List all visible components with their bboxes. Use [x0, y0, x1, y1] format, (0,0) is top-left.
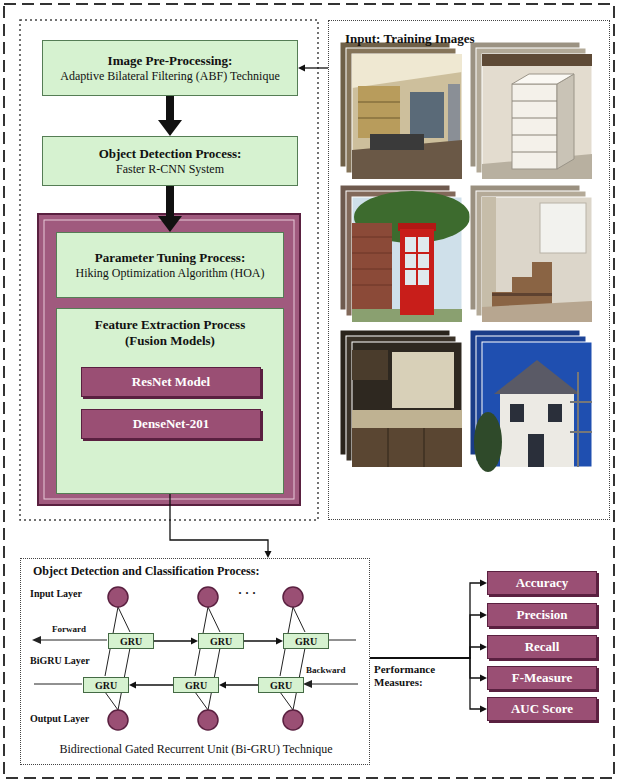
node-text: GRU [295, 636, 317, 647]
section-label: Performance Measures: [374, 663, 466, 689]
node-text: DenseNet-201 [133, 416, 210, 432]
connector [370, 644, 487, 659]
metric-box: Accuracy [487, 571, 597, 595]
node-text: ResNet Model [132, 374, 210, 390]
input-panel: Input: Training Images [328, 20, 610, 520]
kitchen-photo [340, 330, 462, 467]
node-text: Bidirectional Gated Recurrent Unit (Bi-G… [21, 742, 371, 756]
model-box: DenseNet-201 [81, 409, 261, 439]
layer-label: BiGRU Layer [30, 655, 90, 667]
stairs-photo [470, 185, 592, 322]
arrowhead [265, 551, 272, 558]
node-text: Accuracy [516, 575, 569, 591]
pipeline-panel [20, 20, 318, 520]
node-text: Precision [516, 607, 567, 623]
connector-line [370, 615, 482, 658]
connector [170, 494, 272, 558]
connector-line [370, 647, 482, 658]
node-text: Adaptive Bilateral Filtering (ABF) Techn… [60, 69, 280, 83]
connector-line [154, 640, 193, 641]
feature-box: Feature Extraction Process (Fusion Model… [56, 308, 284, 494]
arrowhead [219, 682, 226, 689]
node-text: GRU [120, 636, 142, 647]
node-text: AUC Score [511, 701, 573, 717]
node-text: Faster R-CNN System [116, 162, 224, 176]
arrowhead [480, 706, 487, 713]
connector [219, 682, 258, 689]
tuning-container [38, 214, 300, 505]
metric-box: AUC Score [487, 697, 597, 721]
node-text: Image Pre-Processing: [108, 53, 233, 69]
node-text: Hiking Optimization Algorithm (HOA) [76, 266, 265, 280]
connector [298, 65, 328, 72]
connector-line [370, 583, 482, 658]
phone-booth-photo [340, 185, 470, 322]
process-box: Parameter Tuning Process:Hiking Optimiza… [56, 232, 284, 298]
arrowhead [480, 675, 487, 682]
node-text: GRU [185, 680, 207, 691]
office-photo [340, 42, 462, 179]
arrowhead [276, 638, 283, 645]
gru-cell: GRU [198, 633, 244, 649]
metric-box: Precision [487, 603, 597, 627]
house-photo [470, 330, 592, 472]
node-text: GRU [270, 680, 292, 691]
arrowhead [129, 682, 136, 689]
arrowhead [480, 580, 487, 587]
process-box: Object Detection Process:Faster R-CNN Sy… [42, 136, 298, 186]
ellipsis-mark: · · · [238, 586, 256, 600]
direction-label: Forward [52, 624, 86, 635]
arrowhead [158, 216, 182, 232]
node-text: Parameter Tuning Process: [95, 250, 245, 266]
outer-frame [4, 4, 614, 778]
gru-cell: GRU [283, 633, 329, 649]
connector [154, 638, 198, 645]
gru-cell: GRU [108, 633, 154, 649]
connector-line [134, 684, 173, 685]
backward-arrowhead [303, 680, 312, 688]
arrowhead [191, 638, 198, 645]
node-text: Object Detection Process: [99, 146, 242, 162]
node-text: Recall [525, 639, 560, 655]
connector [129, 682, 173, 689]
direction-label: Backward [306, 665, 346, 676]
metric-box: F-Measure [487, 666, 597, 690]
arrowhead [298, 65, 305, 72]
gru-cell: GRU [173, 677, 219, 693]
layer-label: Input Layer [30, 588, 82, 600]
arrowhead [158, 120, 182, 136]
connector [370, 658, 487, 713]
connector-line [166, 186, 174, 221]
connector-line [224, 684, 258, 685]
model-box: ResNet Model [81, 367, 261, 397]
node-text: F-Measure [512, 670, 572, 686]
cabinet-photo [470, 42, 592, 179]
connector-line [170, 494, 268, 553]
gru-cell: GRU [258, 677, 304, 693]
node-text: GRU [210, 636, 232, 647]
node-text: Input: Training Images [345, 31, 595, 47]
container-inner-border [44, 220, 294, 499]
connector [244, 638, 283, 645]
forward-arrowhead [32, 636, 41, 644]
metric-box: Recall [487, 635, 597, 659]
process-box: Image Pre-Processing:Adaptive Bilateral … [42, 40, 298, 96]
flow-arrow [158, 96, 182, 136]
node-text: GRU [95, 680, 117, 691]
connector [370, 612, 487, 659]
connector-line [303, 67, 328, 68]
connector-line [244, 640, 278, 641]
flow-arrow [158, 186, 182, 232]
node-text: Object Detection and Classification Proc… [33, 564, 363, 578]
arrowhead [480, 644, 487, 651]
layer-label: Output Layer [30, 713, 89, 725]
gru-cell: GRU [83, 677, 129, 693]
layer-neurons [108, 587, 303, 730]
node-text: Feature Extraction Process (Fusion Model… [75, 317, 265, 348]
connector-line [370, 658, 482, 709]
connector [370, 580, 487, 659]
arrowhead [480, 612, 487, 619]
